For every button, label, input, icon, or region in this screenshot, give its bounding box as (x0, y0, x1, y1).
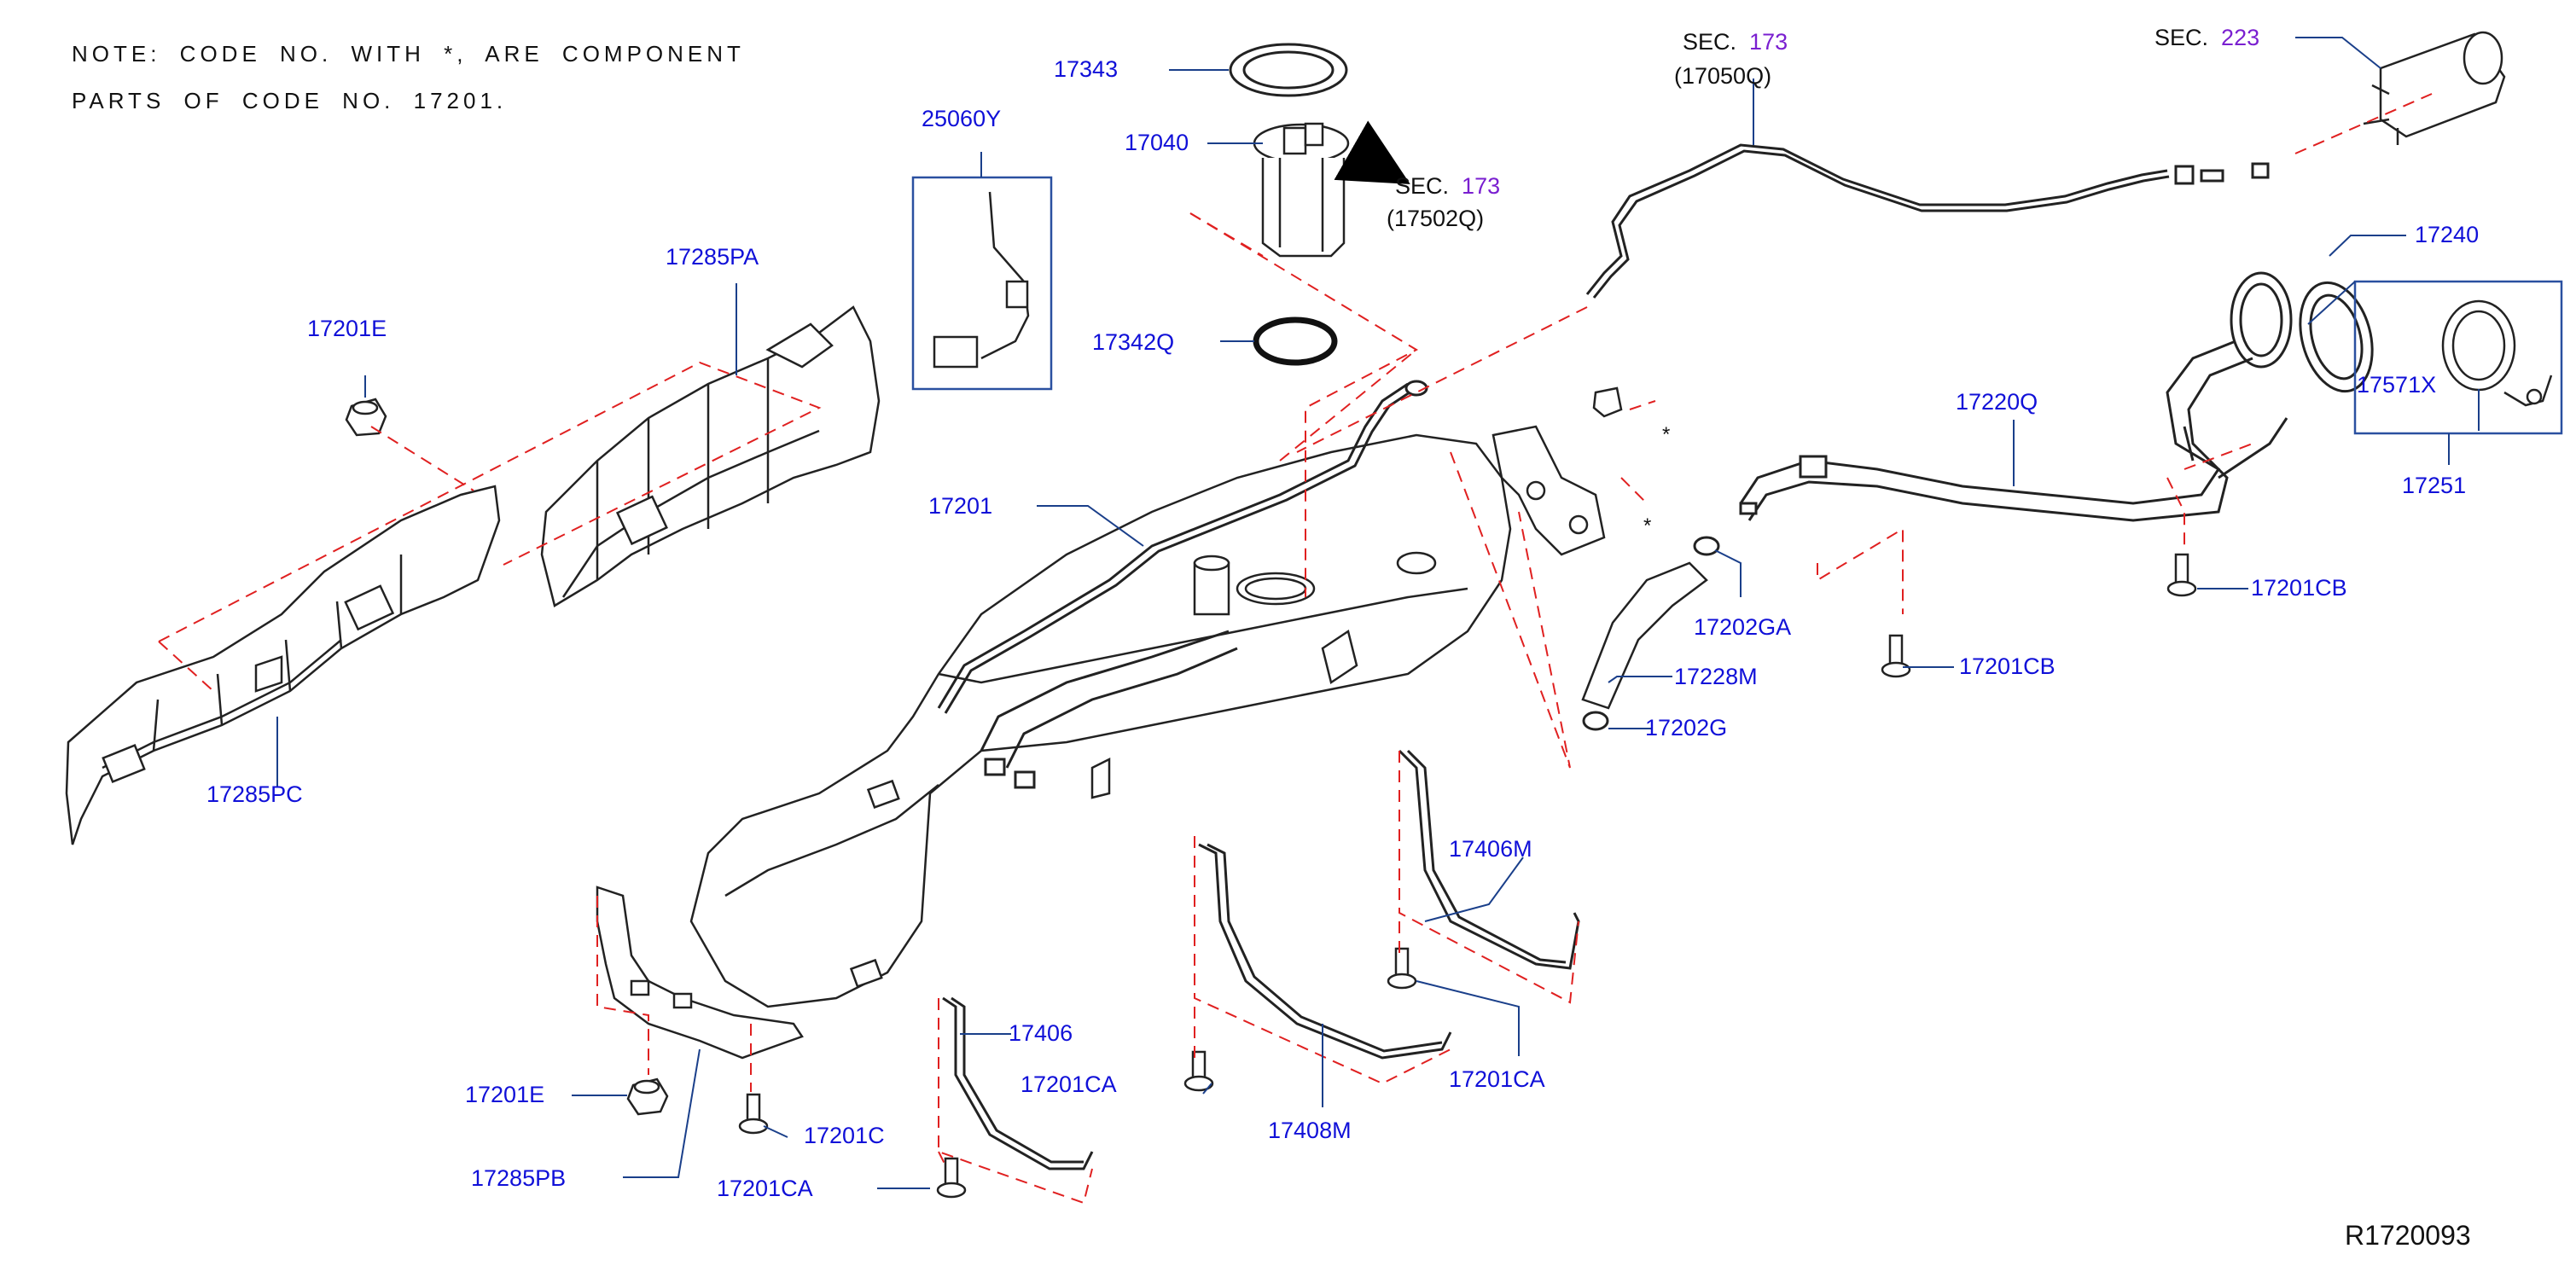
part-label-17202g[interactable]: 17202G (1645, 715, 1728, 740)
heat-insulator-17285pa (540, 305, 881, 607)
vapor-line-17050q (1585, 143, 2270, 299)
note-line-2: PARTS OF CODE NO. 17201. (72, 88, 508, 113)
part-label-17201cb-mid[interactable]: 17201CB (1959, 653, 2056, 679)
tank-bracket (1492, 425, 1606, 556)
part-label-17201e-bottom[interactable]: 17201E (465, 1082, 545, 1107)
fuel-pump-outlet-arrow (1334, 120, 1410, 184)
hose-clamp-17202g (1582, 711, 1609, 731)
canister-section-ref: SEC. 223 (2154, 26, 2259, 49)
part-label-17201ca-right[interactable]: 17201CA (1449, 1066, 1545, 1092)
part-label-17201c[interactable]: 17201C (804, 1123, 885, 1148)
fuel-pump-section-code: (17502Q) (1387, 206, 1485, 231)
gasket-ring-17343 (1229, 43, 1348, 97)
sec-word: SEC. (1683, 29, 1737, 55)
filler-neck-17220q (1739, 271, 2293, 522)
fuel-tank-17201 (689, 433, 1512, 1008)
part-label-17201ca-mid[interactable]: 17201CA (1021, 1071, 1117, 1097)
nut-17201e-top (345, 398, 387, 437)
figure-id: R1720093 (2345, 1220, 2471, 1251)
part-label-17285pa[interactable]: 17285PA (666, 244, 759, 270)
leader-lines (276, 37, 2480, 1189)
sec-number[interactable]: 173 (1749, 29, 1788, 55)
part-label-17251[interactable]: 17251 (2402, 473, 2467, 498)
vapor-line-section-ref: SEC. 173 (1683, 31, 1788, 54)
fuel-cap-17251 (2353, 280, 2563, 435)
fuel-pump-section-ref: SEC. 173 (1395, 175, 1500, 198)
part-label-17202ga[interactable]: 17202GA (1694, 614, 1792, 640)
fuel-pump-module-17040 (1253, 122, 1350, 258)
fuel-sender-unit-25060y (911, 176, 1053, 391)
part-label-17040[interactable]: 17040 (1125, 130, 1189, 155)
o-ring-17342q (1253, 316, 1338, 366)
note-line-1: NOTE: CODE NO. WITH *, ARE COMPONENT (72, 41, 745, 67)
part-label-17201cb-right[interactable]: 17201CB (2251, 575, 2347, 601)
part-label-17220q[interactable]: 17220Q (1956, 389, 2038, 415)
evap-canister (2363, 31, 2506, 145)
vapor-line-section-code: (17050Q) (1674, 63, 1772, 89)
part-label-17240[interactable]: 17240 (2415, 222, 2480, 247)
part-label-17408m[interactable]: 17408M (1268, 1118, 1352, 1143)
sec-word: SEC. (2154, 25, 2209, 50)
sec-number[interactable]: 173 (1462, 173, 1501, 199)
component-marker-star: * (1643, 514, 1652, 537)
part-label-17571x[interactable]: 17571X (2357, 372, 2437, 398)
heat-insulator-17285pc (65, 485, 501, 845)
dashed-alignment-lines (158, 93, 2433, 1205)
part-label-17201ca-left[interactable]: 17201CA (717, 1176, 813, 1201)
part-label-17201e-top[interactable]: 17201E (307, 316, 387, 341)
part-label-17343[interactable]: 17343 (1054, 56, 1119, 82)
part-label-17406[interactable]: 17406 (1009, 1020, 1073, 1046)
sec-number[interactable]: 223 (2221, 25, 2260, 50)
bolts (626, 553, 2197, 1199)
tank-straps (942, 749, 1580, 1170)
part-label-17285pb[interactable]: 17285PB (471, 1165, 567, 1191)
part-label-17228m[interactable]: 17228M (1674, 664, 1758, 689)
part-label-17342q[interactable]: 17342Q (1092, 329, 1175, 355)
component-marker-star: * (1662, 423, 1671, 446)
fuel-tank-tubes (937, 380, 1428, 789)
clip-component-star (1592, 386, 1623, 418)
part-label-17201[interactable]: 17201 (928, 493, 993, 519)
part-label-17285pc[interactable]: 17285PC (206, 781, 303, 807)
part-label-17406m[interactable]: 17406M (1449, 836, 1532, 862)
sec-word: SEC. (1395, 173, 1450, 199)
filler-hose-17228m (1581, 561, 1708, 710)
part-label-25060y[interactable]: 25060Y (922, 106, 1002, 131)
hose-clamp-17202ga (1693, 536, 1720, 556)
